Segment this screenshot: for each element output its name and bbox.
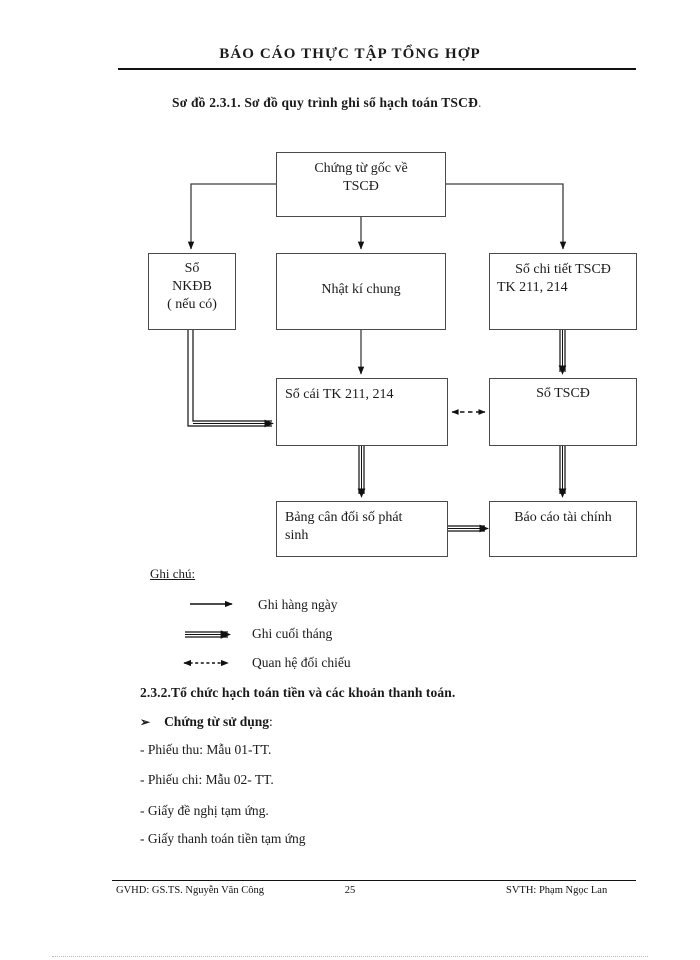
header-rule — [118, 68, 636, 70]
node-general-journal-label: Nhật kí chung — [321, 282, 401, 297]
node-trial-balance-line1: Bảng cân đối số phát — [285, 510, 403, 525]
node-special-journal[interactable]: Sổ NKĐB ( nếu có) — [148, 253, 236, 330]
node-detail-ledger-line1: Sổ chi tiết TSCĐ — [515, 262, 611, 277]
node-general-ledger-label: Sổ cái TK 211, 214 — [285, 387, 394, 402]
footer-page-number: 25 — [344, 885, 356, 896]
flowchart-connectors — [187, 183, 567, 533]
bullet-arrow-icon: ➢ — [140, 715, 151, 729]
figure-caption-trailing: . — [478, 95, 482, 110]
legend-label-2: Quan hệ đối chiếu — [252, 655, 351, 670]
legend-label-0: Ghi hàng ngày — [258, 597, 338, 612]
connector-general-ledger-to-trial-balance — [357, 446, 366, 498]
bullet-line: ➢ Chứng từ sử dụng: — [140, 714, 273, 730]
connector-special-journal-to-general-ledger — [187, 330, 274, 428]
flowchart-diagram: Chứng từ gốc về TSCĐ Sổ NKĐB ( nếu có) N… — [148, 152, 637, 557]
connector-detail-ledger-to-fixed-asset-ledger — [558, 330, 567, 375]
figure-caption-text: Sơ đồ 2.3.1. Sơ đồ quy trình ghi sổ hạch… — [172, 95, 479, 110]
node-detail-ledger-line2: TK 211, 214 — [497, 280, 568, 295]
list-item-2: - Giấy đề nghị tạm ứng. — [140, 803, 269, 818]
footer-rule — [112, 880, 636, 881]
legend-symbol-double-line-arrow — [185, 630, 232, 639]
footer-supervisor: GVHD: GS.TS. Nguyễn Văn Công — [116, 885, 264, 896]
node-special-journal-line3: ( nếu có) — [167, 297, 217, 312]
list-item-3: - Giấy thanh toán tiền tạm ứng — [140, 831, 306, 846]
node-special-journal-line2: NKĐB — [172, 279, 212, 294]
section-heading: 2.3.2.Tổ chức hạch toán tiền và các khoả… — [140, 685, 456, 700]
footer-student: SVTH: Phạm Ngọc Lan — [506, 885, 608, 896]
node-general-journal[interactable]: Nhật kí chung — [276, 253, 446, 330]
node-trial-balance[interactable]: Bảng cân đối số phát sinh — [276, 501, 448, 557]
legend-label-1: Ghi cuối tháng — [252, 626, 333, 641]
legend-symbols — [183, 600, 233, 667]
node-detail-ledger[interactable]: Sổ chi tiết TSCĐ TK 211, 214 — [489, 253, 637, 330]
node-source-documents[interactable]: Chứng từ gốc về TSCĐ — [276, 152, 446, 217]
node-fixed-asset-ledger[interactable]: Sổ TSCĐ — [489, 378, 637, 446]
node-general-ledger[interactable]: Sổ cái TK 211, 214 — [276, 378, 448, 446]
connector-source-to-special-journal — [187, 183, 276, 250]
connector-source-to-detail-ledger — [446, 183, 567, 250]
node-financial-statements-label: Báo cáo tài chính — [514, 510, 612, 525]
legend-title: Ghi chú: — [150, 566, 196, 581]
page-header-title: BÁO CÁO THỰC TẬP TỔNG HỢP — [219, 46, 481, 62]
connector-trial-balance-to-financial-statements — [448, 524, 489, 533]
node-financial-statements[interactable]: Báo cáo tài chính — [489, 501, 637, 557]
page-bottom-dotted-line — [52, 956, 648, 957]
connector-fixed-asset-ledger-to-financial-statements — [558, 446, 567, 498]
bullet-heading-suffix: : — [269, 714, 273, 729]
node-source-documents-line1: Chứng từ gốc về — [314, 161, 408, 176]
node-special-journal-line1: Sổ — [184, 261, 200, 276]
node-trial-balance-line2: sinh — [285, 527, 309, 543]
figure-caption: Sơ đồ 2.3.1. Sơ đồ quy trình ghi sổ hạch… — [172, 95, 482, 111]
node-fixed-asset-ledger-label: Sổ TSCĐ — [536, 386, 590, 401]
node-source-documents-line2: TSCĐ — [343, 179, 379, 194]
bullet-heading: Chứng từ sử dụng — [164, 714, 270, 729]
list-item-0: - Phiếu thu: Mẫu 01-TT. — [140, 742, 272, 757]
list-item-1: - Phiếu chi: Mẫu 02- TT. — [140, 772, 274, 787]
